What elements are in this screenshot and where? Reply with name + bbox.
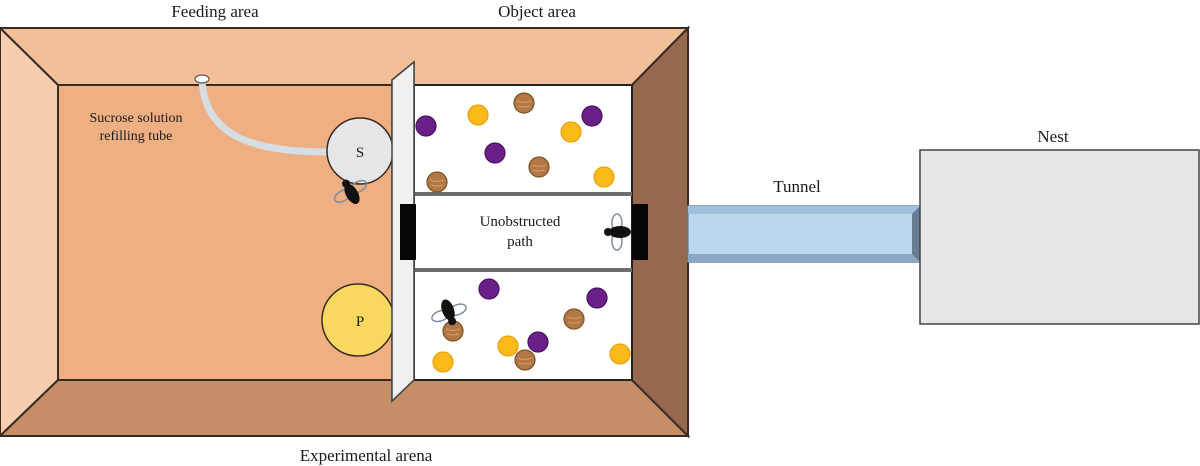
left-door-block-front <box>400 204 416 260</box>
sucrose-tube <box>198 76 334 156</box>
nest-box <box>919 149 1200 325</box>
wood-grain <box>531 164 547 172</box>
object-area-label: Object area <box>498 2 576 21</box>
tunnel <box>687 205 921 263</box>
path-divider-top <box>414 192 632 196</box>
feeding-area-label: Feeding area <box>171 2 259 21</box>
upper-object-yellow <box>467 104 489 126</box>
upper-object-purple <box>484 142 506 164</box>
pollen-feeder-label: P <box>356 314 364 330</box>
bee-in-path <box>604 213 631 251</box>
unobstructed-path-label-line2: path <box>507 234 533 250</box>
left-wall <box>0 26 59 438</box>
lower-object-purple <box>586 287 608 309</box>
tunnel-top-edge <box>688 206 920 214</box>
tunnel-bottom-edge <box>688 254 920 262</box>
upper-object-yellow <box>560 121 582 143</box>
back-wall <box>0 27 691 86</box>
lower-object-purple <box>478 278 500 300</box>
experimental-arena-label: Experimental arena <box>300 446 433 465</box>
tunnel-end <box>912 206 920 262</box>
lower-object-yellow <box>497 335 519 357</box>
tube-opening <box>194 74 210 84</box>
path-divider-bottom <box>414 268 632 272</box>
wood-grain <box>445 328 461 336</box>
lower-object-yellow <box>432 351 454 373</box>
bee-at-sucrose <box>333 179 368 204</box>
wood-grain <box>566 316 582 324</box>
objects-layer <box>415 92 631 373</box>
lower-object-yellow <box>609 343 631 365</box>
unobstructed-path-label-line1: Unobstructed <box>480 214 561 230</box>
wood-grain <box>517 357 533 365</box>
upper-object-yellow <box>593 166 615 188</box>
bottom-wall <box>0 379 691 437</box>
sucrose-tube-label-line1: Sucrose solution <box>90 111 183 126</box>
upper-object-purple <box>581 105 603 127</box>
wood-grain <box>516 100 532 108</box>
bee-lower-area <box>431 299 467 326</box>
right-door-block <box>632 204 648 260</box>
upper-object-purple <box>415 115 437 137</box>
sucrose-feeder-label: S <box>356 145 364 161</box>
tunnel-label: Tunnel <box>773 177 821 196</box>
lower-object-purple <box>527 331 549 353</box>
wood-grain <box>429 179 445 187</box>
nest-label: Nest <box>1037 127 1068 146</box>
sucrose-tube-label-line2: refilling tube <box>100 129 173 144</box>
